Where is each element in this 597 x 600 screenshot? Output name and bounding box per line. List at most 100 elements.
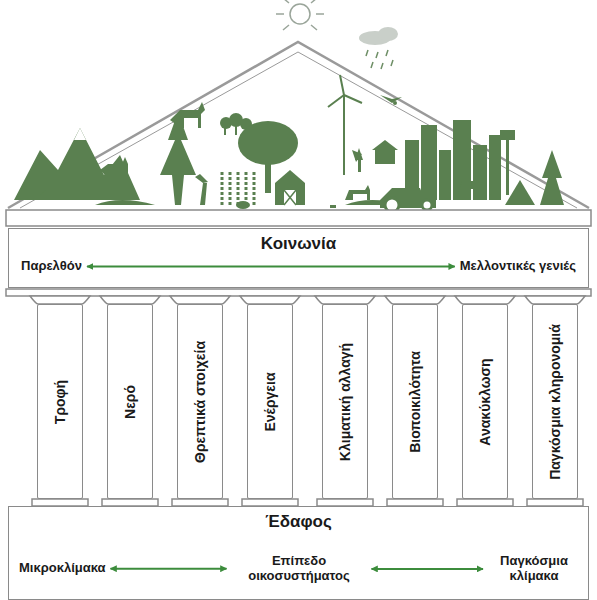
pillar-label: Βιοποικιλότητα bbox=[407, 351, 423, 453]
pillar-label: Τροφή bbox=[52, 379, 68, 423]
art-rect bbox=[500, 130, 515, 140]
art-path bbox=[170, 296, 230, 304]
entablature bbox=[6, 210, 591, 296]
art-polygon bbox=[505, 180, 535, 205]
pillar: Νερό bbox=[107, 304, 153, 499]
pillar-label: Ενέργεια bbox=[262, 372, 278, 431]
art-path bbox=[40, 190, 58, 198]
column-bases bbox=[32, 499, 583, 506]
scale-text: Μικροκλίμακα bbox=[19, 561, 106, 576]
art-path bbox=[222, 170, 254, 205]
art-path bbox=[352, 150, 362, 162]
art-rect bbox=[265, 155, 271, 193]
art-path bbox=[276, 0, 324, 30]
pillar: Κλιματική αλλαγή bbox=[322, 304, 368, 499]
art-circle bbox=[422, 200, 432, 210]
double-arrow bbox=[372, 568, 484, 570]
art-rect bbox=[330, 205, 336, 208]
art-path bbox=[95, 200, 155, 205]
art-path bbox=[195, 174, 208, 205]
art-rect bbox=[387, 499, 443, 506]
pillar-label: Ανακύκλωση bbox=[477, 358, 493, 445]
sky bbox=[276, 0, 324, 30]
pillar-label: Κλιματική αλλαγή bbox=[337, 342, 353, 460]
art-rect bbox=[343, 95, 345, 175]
pillar: Ενέργεια bbox=[247, 304, 293, 499]
time-label: Παρελθόν bbox=[21, 259, 82, 274]
art-path bbox=[455, 296, 515, 304]
art-rect bbox=[242, 499, 298, 506]
art-path bbox=[366, 50, 393, 69]
double-arrow bbox=[111, 568, 227, 570]
art-rect bbox=[506, 140, 509, 195]
art-ellipse bbox=[236, 201, 250, 209]
art-path bbox=[475, 164, 484, 170]
scale-text: Παρελθόν bbox=[21, 259, 82, 274]
pillar: Ανακύκλωση bbox=[462, 304, 508, 499]
art-polygon bbox=[160, 112, 196, 205]
art-rect bbox=[235, 126, 237, 135]
art-polygon bbox=[372, 140, 398, 150]
pillar: Θρεπτικά στοιχεία bbox=[177, 304, 223, 499]
pillar: Παγκόσμια κληρονομιά bbox=[532, 304, 578, 499]
art-polygon bbox=[275, 170, 305, 205]
art-path bbox=[30, 296, 90, 304]
time-label: Μελλοντικές γενιές bbox=[460, 259, 576, 274]
art-rect bbox=[32, 499, 88, 506]
art-path bbox=[385, 296, 445, 304]
capitals bbox=[30, 296, 585, 304]
society-band: ΚοινωνίαΠαρελθόν Μελλοντικές γενιές bbox=[8, 228, 589, 288]
art-rect bbox=[102, 499, 158, 506]
art-rect bbox=[317, 499, 373, 506]
scale-text: Παγκόσμια κλίμακα bbox=[488, 554, 580, 584]
art-rect bbox=[457, 499, 513, 506]
scale-label: Παγκόσμια κλίμακα bbox=[488, 554, 580, 584]
soil-base: ΈδαφοςΜικροκλίμακα Επίπεδο οικοσυστήματος… bbox=[8, 506, 589, 600]
art-rect bbox=[489, 135, 501, 200]
art-path bbox=[315, 296, 375, 304]
scale-label: Μικροκλίμακα bbox=[19, 561, 106, 576]
art-polygon bbox=[14, 128, 140, 200]
rain bbox=[366, 50, 393, 69]
art-polygon bbox=[540, 150, 564, 205]
art-rect bbox=[6, 289, 591, 296]
double-arrow bbox=[87, 265, 455, 267]
art-rect bbox=[527, 499, 583, 506]
pillar: Τροφή bbox=[37, 304, 83, 499]
pillar-label: Παγκόσμια κληρονομιά bbox=[547, 324, 563, 480]
band-title: Έδαφος bbox=[9, 507, 588, 532]
cloud bbox=[359, 27, 398, 45]
art-rect bbox=[224, 127, 226, 135]
art-path bbox=[100, 157, 128, 178]
art-path bbox=[458, 173, 483, 195]
art-rect bbox=[439, 150, 451, 200]
art-circle bbox=[290, 4, 310, 24]
art-path bbox=[328, 75, 362, 107]
art-rect bbox=[421, 125, 437, 200]
scale-text: Μελλοντικές γενιές bbox=[460, 259, 576, 274]
art-rect bbox=[6, 210, 591, 226]
scale-label: Επίπεδο οικοσυστήματος bbox=[232, 554, 367, 584]
landscape bbox=[14, 75, 564, 212]
art-path bbox=[240, 296, 300, 304]
art-path bbox=[8, 42, 589, 208]
art-ellipse bbox=[378, 27, 398, 41]
art-path bbox=[100, 296, 160, 304]
scale-text: Επίπεδο οικοσυστήματος bbox=[232, 554, 367, 584]
art-polygon bbox=[74, 128, 86, 140]
roof bbox=[8, 42, 589, 208]
art-rect bbox=[172, 499, 228, 506]
art-rect bbox=[284, 190, 296, 205]
art-path bbox=[284, 190, 296, 205]
pillar-label: Θρεπτικά στοιχεία bbox=[192, 341, 208, 463]
art-path bbox=[345, 185, 370, 200]
art-path bbox=[525, 296, 585, 304]
art-path bbox=[380, 95, 402, 103]
band-title: Κοινωνία bbox=[9, 229, 588, 254]
art-rect bbox=[375, 150, 395, 164]
pillar: Βιοποικιλότητα bbox=[392, 304, 438, 499]
pillar-label: Νερό bbox=[122, 385, 138, 419]
